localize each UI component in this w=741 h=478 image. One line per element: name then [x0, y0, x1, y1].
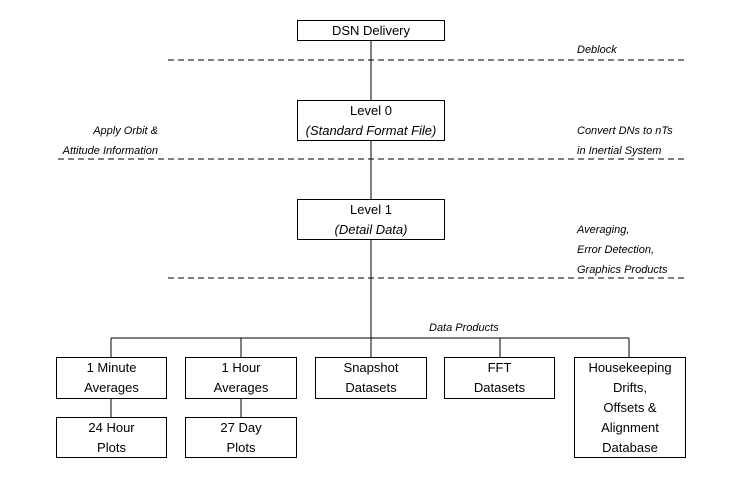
level1-title: Level 1	[350, 201, 392, 217]
level1-box: Level 1 (Detail Data)	[297, 199, 445, 240]
plots-27-day-box: 27 Day Plots	[185, 417, 297, 458]
fft-line1: FFT	[487, 360, 512, 375]
dsn-delivery-box: DSN Delivery	[297, 20, 445, 41]
housekeeping-line1: Housekeeping	[588, 359, 672, 375]
level0-subtitle: (Standard Format File)	[305, 122, 437, 138]
one-minute-line2: Averages	[84, 380, 139, 395]
apply-orbit-line2: Attitude Information	[62, 145, 158, 157]
one-hour-averages-box: 1 Hour Averages	[185, 357, 297, 399]
averaging-line2: Error Detection,	[577, 244, 655, 256]
snapshot-line2: Datasets	[345, 380, 397, 395]
dsn-delivery-label: DSN Delivery	[331, 22, 410, 38]
deblock-label: Deblock	[577, 44, 617, 56]
housekeeping-line4: Alignment	[601, 419, 659, 435]
data-products-note: Data Products	[429, 318, 499, 338]
housekeeping-box: Housekeeping Drifts, Offsets & Alignment…	[574, 357, 686, 458]
apply-orbit-line1: Apply Orbit &	[93, 125, 158, 137]
one-minute-averages-box: 1 Minute Averages	[56, 357, 167, 399]
snapshot-datasets-box: Snapshot Datasets	[315, 357, 427, 399]
level0-title: Level 0	[350, 102, 392, 118]
averaging-line3: Graphics Products	[577, 264, 668, 276]
level1-subtitle: (Detail Data)	[334, 221, 408, 237]
housekeeping-line2: Drifts,	[613, 379, 647, 395]
averaging-line1: Averaging,	[577, 224, 630, 236]
plots-24-hour-line1: 24 Hour	[88, 419, 135, 435]
apply-orbit-note: Apply Orbit & Attitude Information	[40, 121, 158, 161]
level0-box: Level 0 (Standard Format File)	[297, 100, 445, 141]
one-minute-line1: 1 Minute	[86, 360, 137, 375]
one-hour-line1: 1 Hour	[221, 360, 261, 375]
averaging-note: Averaging, Error Detection, Graphics Pro…	[577, 220, 667, 280]
convert-note: Convert DNs to nTs in Inertial System	[577, 121, 673, 161]
one-hour-line2: Averages	[213, 380, 269, 395]
housekeeping-line3: Offsets &	[603, 399, 657, 415]
plots-24-hour-line2: Plots	[97, 439, 126, 455]
convert-line1: Convert DNs to nTs	[577, 125, 673, 137]
plots-27-day-line2: Plots	[226, 439, 256, 455]
data-products-label: Data Products	[429, 322, 499, 334]
fft-line2: Datasets	[473, 380, 526, 395]
housekeeping-line5: Database	[602, 439, 658, 455]
plots-24-hour-box: 24 Hour Plots	[56, 417, 167, 458]
plots-27-day-line1: 27 Day	[220, 419, 262, 435]
convert-line2: in Inertial System	[577, 145, 662, 157]
snapshot-line1: Snapshot	[343, 360, 399, 375]
fft-datasets-box: FFT Datasets	[444, 357, 555, 399]
deblock-note: Deblock	[577, 40, 617, 60]
